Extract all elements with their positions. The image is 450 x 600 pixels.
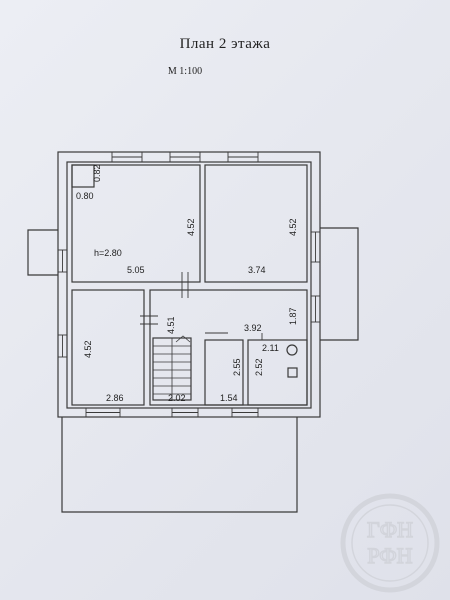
dim-5.05: 5.05: [127, 265, 145, 275]
scale-label: М 1:100: [167, 66, 203, 77]
dim-3.92: 3.92: [244, 323, 262, 333]
dim-2.86: 2.86: [106, 393, 124, 403]
room-top-right: [204, 164, 308, 283]
dim-1.54: 1.54: [220, 393, 238, 403]
toilet-fixture: [287, 367, 298, 378]
dim-0.80: 0.80: [76, 191, 94, 201]
room-top-left: [71, 164, 201, 283]
seal-line-2: РФН: [367, 543, 412, 568]
dim-2.02: 2.02: [168, 393, 186, 403]
dim-0.82: 0.82: [92, 164, 102, 182]
dim-4.51: 4.51: [166, 316, 176, 334]
duct-box: [71, 164, 95, 188]
bathroom-1: [204, 339, 244, 406]
dim-h2.80: h=2.80: [94, 248, 122, 258]
dim-4.52-b: 4.52: [288, 218, 298, 236]
seal-line-1: ГФН: [367, 517, 413, 542]
inner-wall: [66, 161, 312, 409]
room-bottom-left: [71, 289, 145, 406]
right-balcony: [320, 227, 359, 341]
plan-title: План 2 этажа: [179, 36, 271, 52]
bottom-terrace: [61, 417, 298, 513]
outer-wall: [57, 151, 321, 418]
stair-steps: [153, 335, 191, 400]
left-porch: [27, 229, 58, 276]
dim-4.52-a: 4.52: [186, 218, 196, 236]
dim-1.87: 1.87: [288, 307, 298, 325]
windows: [57, 151, 321, 418]
door-marks: [140, 272, 263, 340]
bathroom-2: [247, 339, 308, 406]
dim-2.55: 2.55: [232, 358, 242, 376]
hall: [149, 289, 308, 406]
dim-2.11: 2.11: [262, 343, 279, 353]
dim-2.52: 2.52: [254, 358, 264, 376]
dim-4.52-c: 4.52: [83, 340, 93, 358]
sink-fixture: [286, 344, 298, 356]
watermark-seal: ГФН РФН: [340, 493, 440, 593]
dim-3.74: 3.74: [248, 265, 266, 275]
